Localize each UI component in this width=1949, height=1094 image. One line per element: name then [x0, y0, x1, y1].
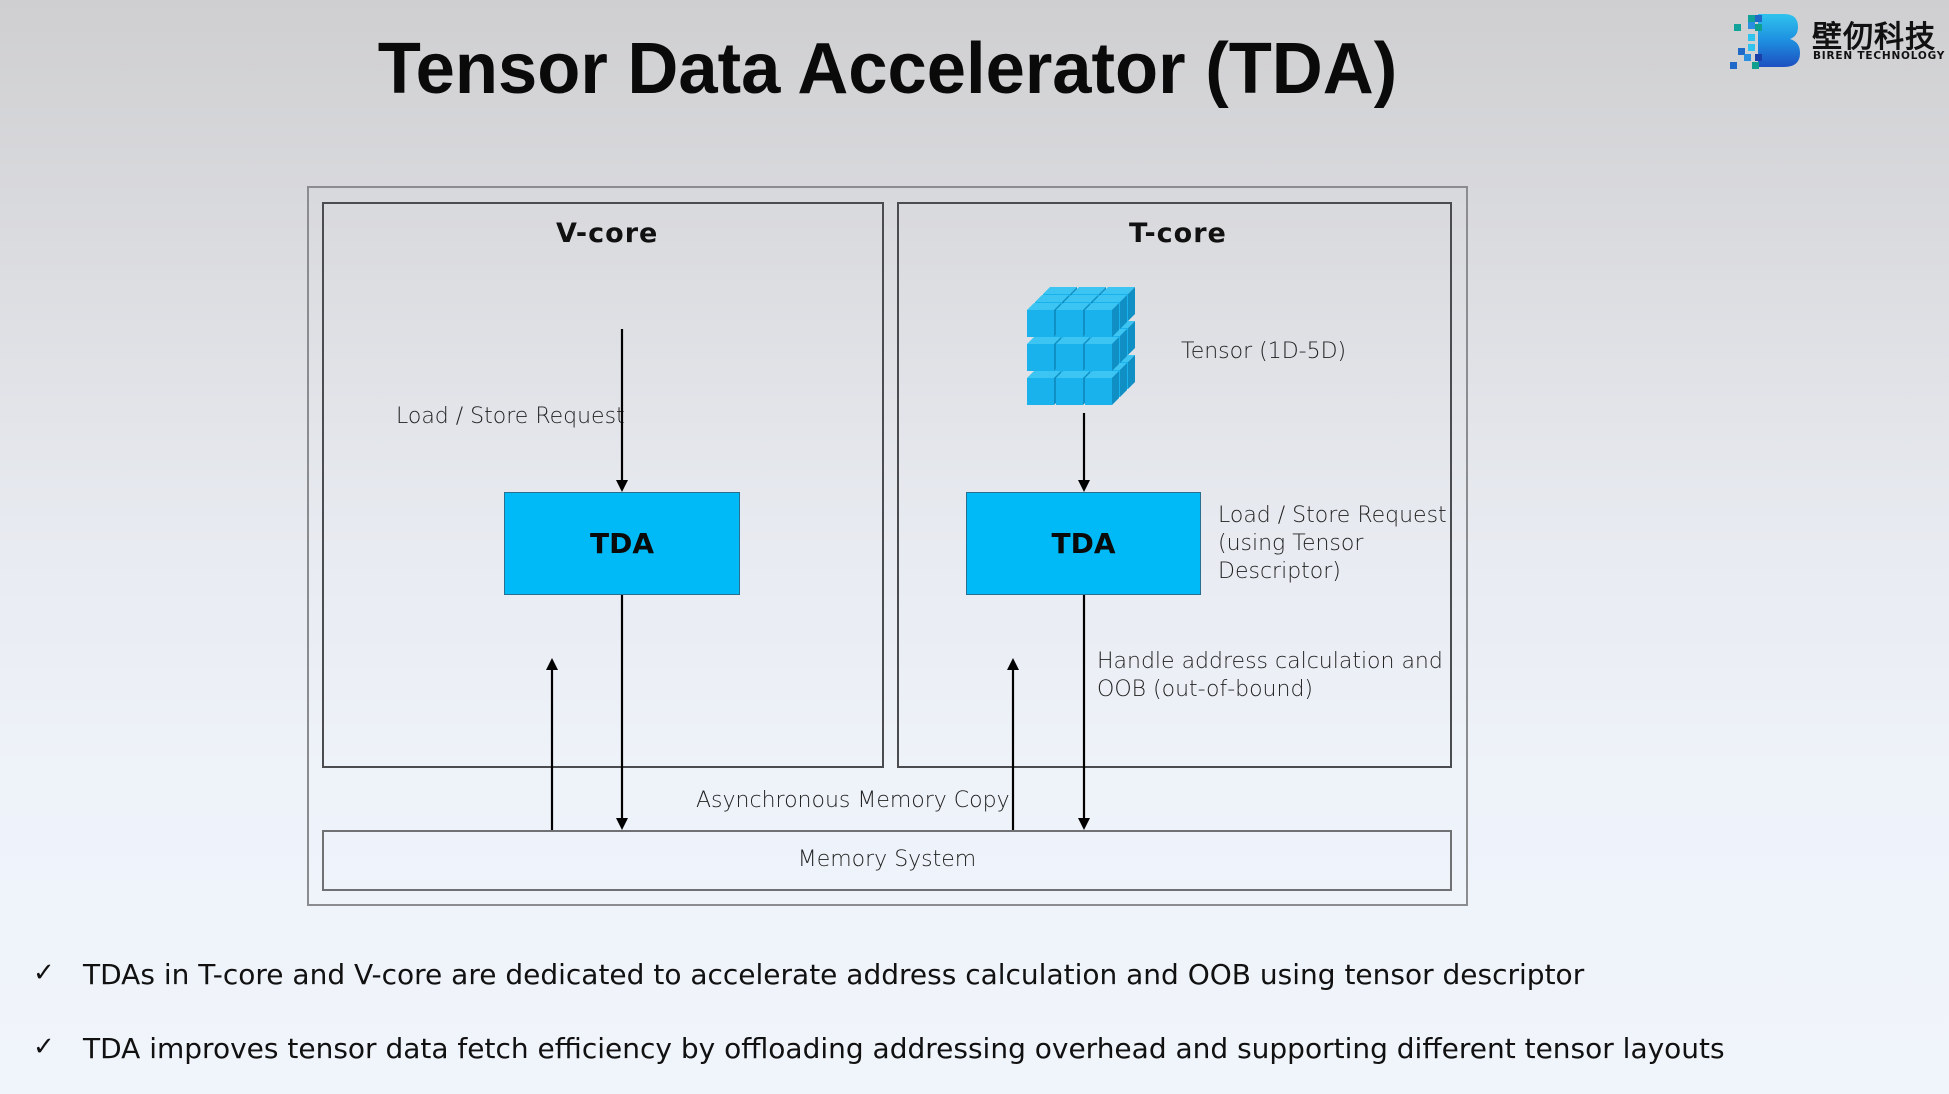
biren-logo	[1718, 10, 1943, 70]
tcore-tda-block: TDA	[966, 492, 1201, 595]
vcore-tda-label: TDA	[589, 527, 654, 560]
tensor-cube-cell	[1085, 371, 1119, 405]
vcore-request-label: Load / Store Request	[396, 404, 625, 429]
slide-title: Tensor Data Accelerator (TDA)	[377, 29, 1398, 109]
bullet-text-1: TDAs in T-core and V-core are dedicated …	[83, 958, 1585, 991]
vcore-box: V-core	[322, 202, 884, 768]
biren-b-icon	[1730, 14, 1800, 69]
tensor-cube-icon	[1027, 287, 1135, 405]
vcore-tda-to-memory-arrowhead	[616, 818, 628, 830]
vcore-label: V-core	[556, 218, 659, 249]
tcore-box: T-core	[897, 202, 1452, 768]
tcore-tda-to-memory-arrowhead	[1078, 818, 1090, 830]
bullet-text-2: TDA improves tensor data fetch efficienc…	[83, 1032, 1725, 1065]
tensor-cube-cell	[1085, 303, 1119, 337]
logo-name-en: BIREN TECHNOLOGY	[1813, 50, 1946, 62]
tensor-cube-cell	[1085, 337, 1119, 371]
tcore-label: T-core	[1129, 218, 1227, 249]
tcore-memory-up-arrowhead	[1007, 658, 1019, 670]
handle-line-1: Handle address calculation and	[1097, 649, 1443, 674]
check-icon: ✓	[33, 1032, 55, 1062]
tcore-tensor-arrowhead	[1078, 480, 1090, 492]
vcore-memory-up-arrowhead	[546, 658, 558, 670]
async-memory-copy-label: Asynchronous Memory Copy	[696, 788, 1010, 813]
tcore-request-line-2: (using Tensor	[1218, 531, 1364, 556]
vcore-request-arrowhead	[616, 480, 628, 492]
memory-system-box: Memory System	[322, 830, 1452, 891]
tensor-label: Tensor (1D-5D)	[1181, 339, 1347, 364]
handle-line-2: OOB (out-of-bound)	[1097, 677, 1313, 702]
logo-name-cn: 壁仞科技	[1812, 20, 1936, 55]
tcore-tda-label: TDA	[1051, 527, 1116, 560]
vcore-tda-block: TDA	[504, 492, 740, 595]
check-icon: ✓	[33, 958, 55, 988]
tcore-request-line-1: Load / Store Request	[1218, 503, 1447, 528]
tcore-request-line-3: Descriptor)	[1218, 559, 1341, 584]
diagram-frame	[307, 186, 1468, 906]
memory-system-label: Memory System	[797, 847, 977, 872]
